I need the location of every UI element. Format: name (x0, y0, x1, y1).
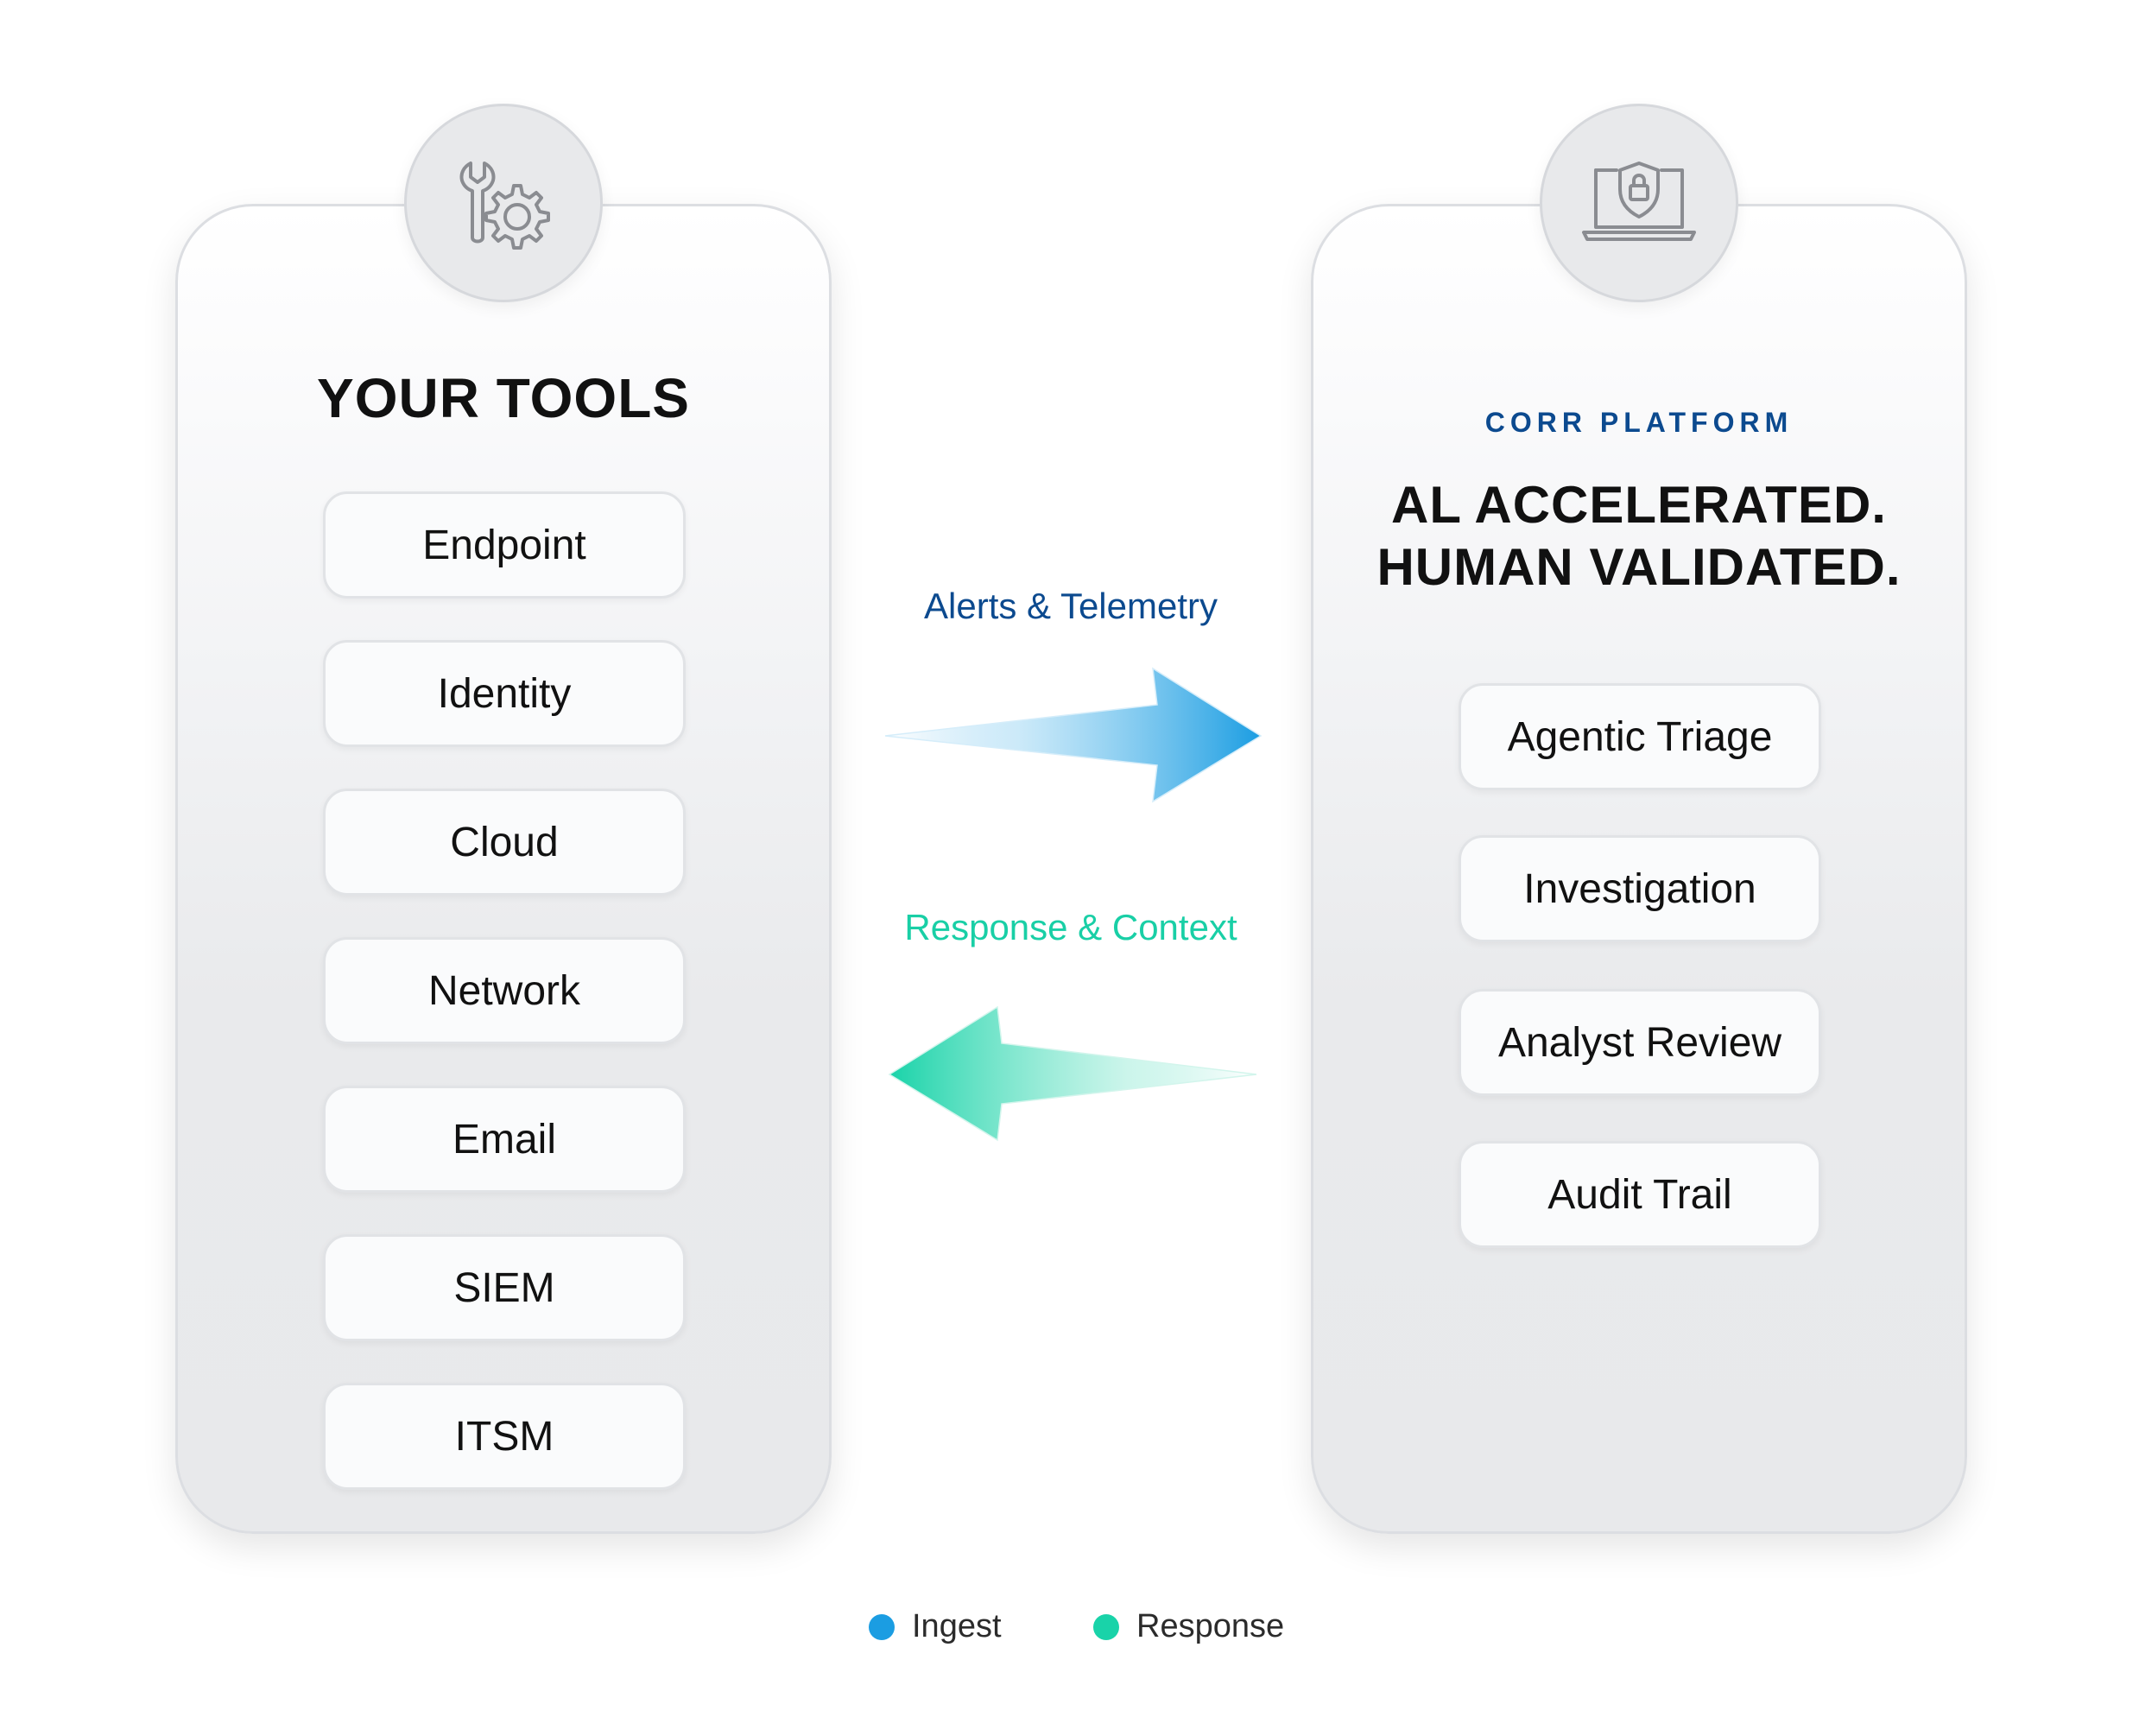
response-flow-label: Response & Context (904, 907, 1237, 947)
ingest-flow-label: Alerts & Telemetry (924, 586, 1218, 626)
tool-item-endpoint: Endpoint (323, 491, 686, 599)
platform-badge (1540, 104, 1738, 302)
your-tools-panel: YOUR TOOLS Endpoint Identity Cloud Netwo… (175, 204, 832, 1534)
laptop-shield-lock-icon (1582, 162, 1696, 241)
platform-title-line-2: HUMAN VALIDATED. (1376, 538, 1902, 596)
wrench-gear-icon (459, 162, 550, 250)
response-legend-dot (1093, 1613, 1119, 1640)
tools-badge (404, 104, 603, 302)
platform-item-audit-trail: Audit Trail (1459, 1141, 1821, 1248)
tool-item-identity: Identity (323, 640, 686, 747)
platform-item-investigation: Investigation (1459, 835, 1821, 942)
legend-label-response: Response (1136, 1608, 1285, 1644)
corr-platform-panel: CORR PLATFORM AL ACCELERATED. HUMAN VALI… (1311, 204, 1967, 1534)
platform-item-analyst-review: Analyst Review (1459, 989, 1821, 1096)
legend-label-ingest: Ingest (912, 1608, 1002, 1644)
tool-item-siem: SIEM (323, 1234, 686, 1341)
platform-title: AL ACCELERATED. HUMAN VALIDATED. (1313, 474, 1965, 599)
response-arrow (888, 1005, 1257, 1142)
tool-item-cloud: Cloud (323, 789, 686, 896)
tool-item-email: Email (323, 1086, 686, 1193)
legend-item-response: Response (1093, 1608, 1284, 1645)
ingest-legend-dot (869, 1613, 895, 1640)
platform-item-agentic-triage: Agentic Triage (1459, 683, 1821, 790)
tool-item-itsm: ITSM (323, 1383, 686, 1490)
tool-item-network: Network (323, 937, 686, 1044)
your-tools-title: YOUR TOOLS (317, 367, 690, 429)
platform-title-line-1: AL ACCELERATED. (1391, 476, 1887, 534)
legend-item-ingest: Ingest (869, 1608, 1002, 1645)
platform-eyebrow: CORR PLATFORM (1484, 407, 1794, 438)
ingest-arrow (884, 667, 1263, 803)
